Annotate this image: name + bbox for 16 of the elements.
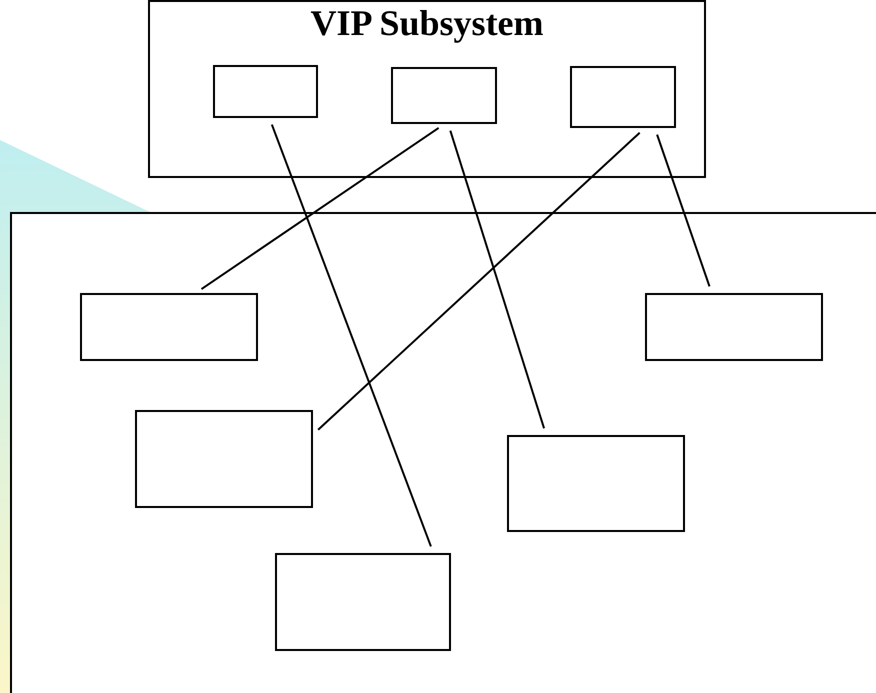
connector-line (656, 134, 710, 287)
empty-box (135, 410, 313, 508)
empty-box (275, 553, 451, 651)
empty-box (213, 65, 318, 118)
subsystem-box (148, 0, 706, 178)
connector-line (317, 132, 640, 430)
connector-line (449, 130, 546, 429)
connector-line (270, 124, 432, 547)
subsystem-title: VIP Subsystem (309, 4, 545, 44)
empty-box (645, 293, 823, 361)
empty-box (80, 293, 258, 361)
connector-line (200, 127, 440, 290)
empty-box (507, 435, 685, 532)
empty-box (391, 67, 497, 124)
panel (10, 212, 876, 693)
empty-box (570, 66, 676, 128)
